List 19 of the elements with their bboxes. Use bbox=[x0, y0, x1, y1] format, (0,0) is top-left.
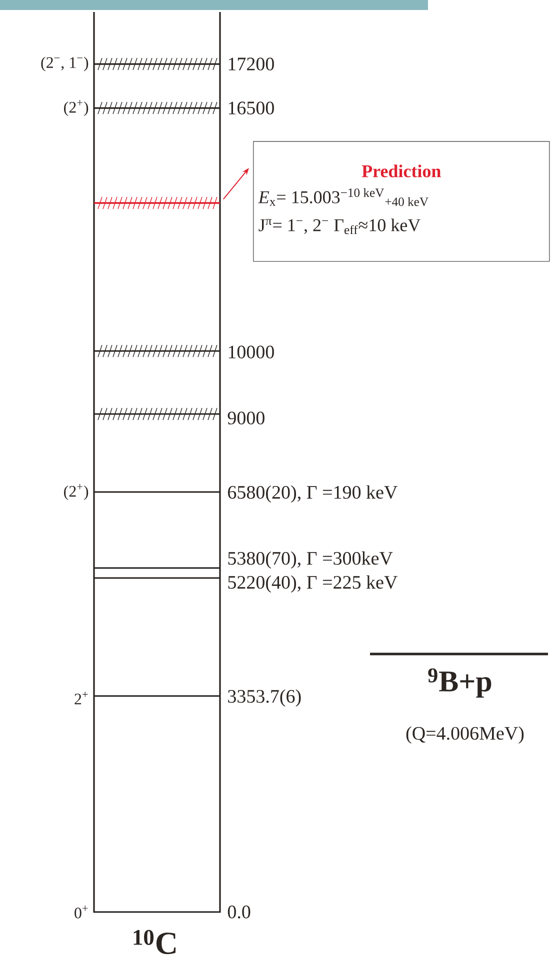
energy-label: 9000 bbox=[228, 412, 264, 424]
spin-label: 0$^{+}$ bbox=[74, 906, 88, 918]
spin-label: (2$^{+}$) bbox=[64, 100, 88, 116]
energy-label: 16500 bbox=[228, 102, 274, 114]
q-value-label: (Q=4.006MeV) bbox=[406, 726, 524, 744]
spin-label: 2$^{+}$ bbox=[74, 692, 88, 704]
nucleus-label: $^{10}$C bbox=[134, 930, 176, 954]
energy-label: 5220(40), Γ =225 keV bbox=[228, 575, 398, 593]
predicted-level bbox=[94, 196, 220, 210]
energy-label: 0.0 bbox=[228, 906, 250, 918]
channel-label: $^{9}$B+p bbox=[428, 668, 492, 698]
energy-label: 10000 bbox=[228, 346, 274, 358]
prediction-box: Prediction E$_{x}$= 15.003$^{−10 keV}$+40 keV J$^{π}$= 1$^{−}$, 2$^{−}$ Γ$_{eff}$≈10 keV bbox=[253, 141, 550, 262]
energy-label: 17200 bbox=[228, 58, 274, 70]
spin-label: (2$^{+}$) bbox=[64, 484, 88, 500]
energy-label: 5380(70), Γ =300keV bbox=[228, 551, 393, 569]
energy-label: 6580(20), Γ =190 keV bbox=[228, 485, 398, 503]
energy-label: 3353.7(6) bbox=[228, 689, 301, 707]
spin-label: (2$^{−}$, 1$^{−}$) bbox=[41, 56, 88, 72]
